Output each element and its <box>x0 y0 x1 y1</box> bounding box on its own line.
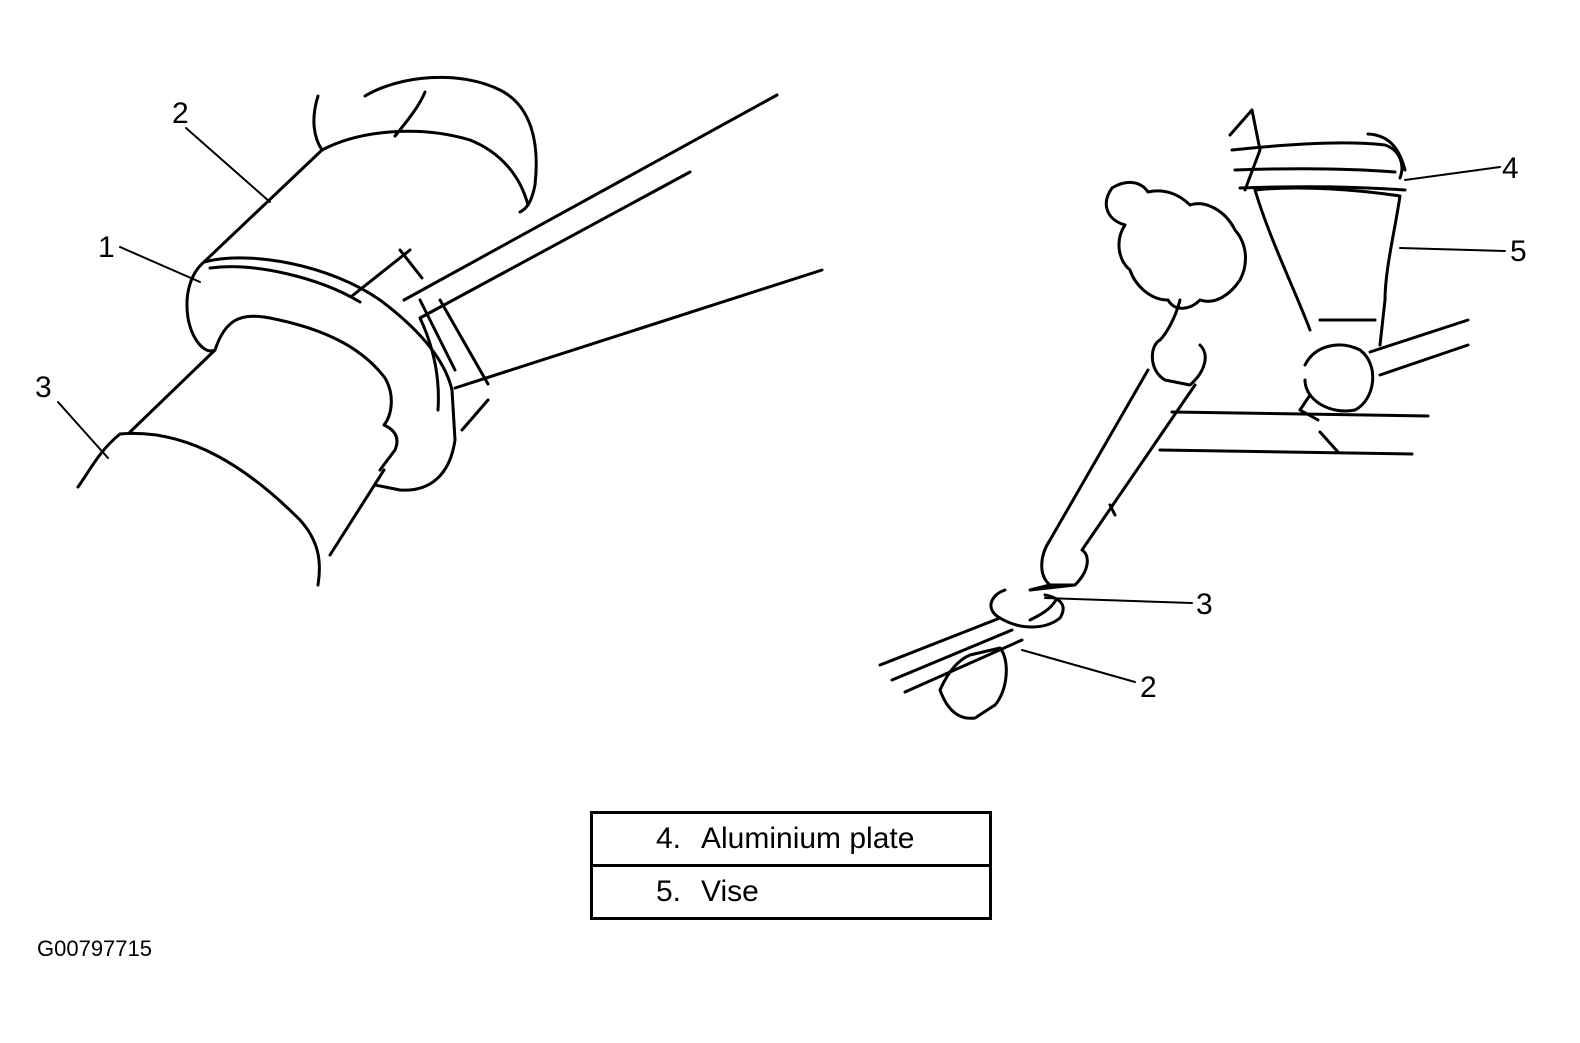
collar-ring <box>185 248 457 492</box>
left-leader-2 <box>185 127 271 203</box>
legend-number: 4. <box>655 822 681 855</box>
left-leader-3 <box>57 401 109 459</box>
vise-body <box>1228 108 1407 347</box>
legend-row: 5. Vise <box>593 864 989 917</box>
legend-number: 5. <box>655 875 681 908</box>
wrench-jaw <box>402 93 824 432</box>
right-callout-2: 2 <box>1140 671 1157 704</box>
left-figure: 2 1 3 <box>35 75 824 587</box>
legend-row: 4. Aluminium plate <box>593 814 989 864</box>
right-figure: 4 5 3 2 <box>878 108 1527 720</box>
legend-table: 4. Aluminium plate 5. Vise <box>590 811 992 920</box>
upper-cylinder <box>202 75 538 264</box>
legend-label: Vise <box>701 875 759 908</box>
bench-lines <box>1158 410 1430 456</box>
spanner-wrench <box>878 588 1065 694</box>
right-callout-5: 5 <box>1510 235 1527 268</box>
vise-handle <box>1298 318 1470 422</box>
gear-housing <box>1104 181 1247 342</box>
knurled-grip <box>938 646 1008 720</box>
right-leader-5 <box>1399 247 1506 252</box>
aluminium-plate <box>1230 141 1407 192</box>
right-leader-4 <box>1404 166 1501 181</box>
lower-cylinder <box>76 314 399 587</box>
shaft <box>1028 338 1207 592</box>
right-callout-3: 3 <box>1196 588 1213 621</box>
left-callout-1: 1 <box>98 231 115 264</box>
right-callout-4: 4 <box>1502 152 1519 185</box>
right-leader-3 <box>1044 597 1193 604</box>
left-leader-1 <box>119 246 201 283</box>
left-callout-2: 2 <box>172 97 189 130</box>
legend-label: Aluminium plate <box>701 822 915 855</box>
figure-code: G00797715 <box>37 936 152 961</box>
left-callout-3: 3 <box>35 371 52 404</box>
right-leader-2 <box>1021 649 1136 683</box>
